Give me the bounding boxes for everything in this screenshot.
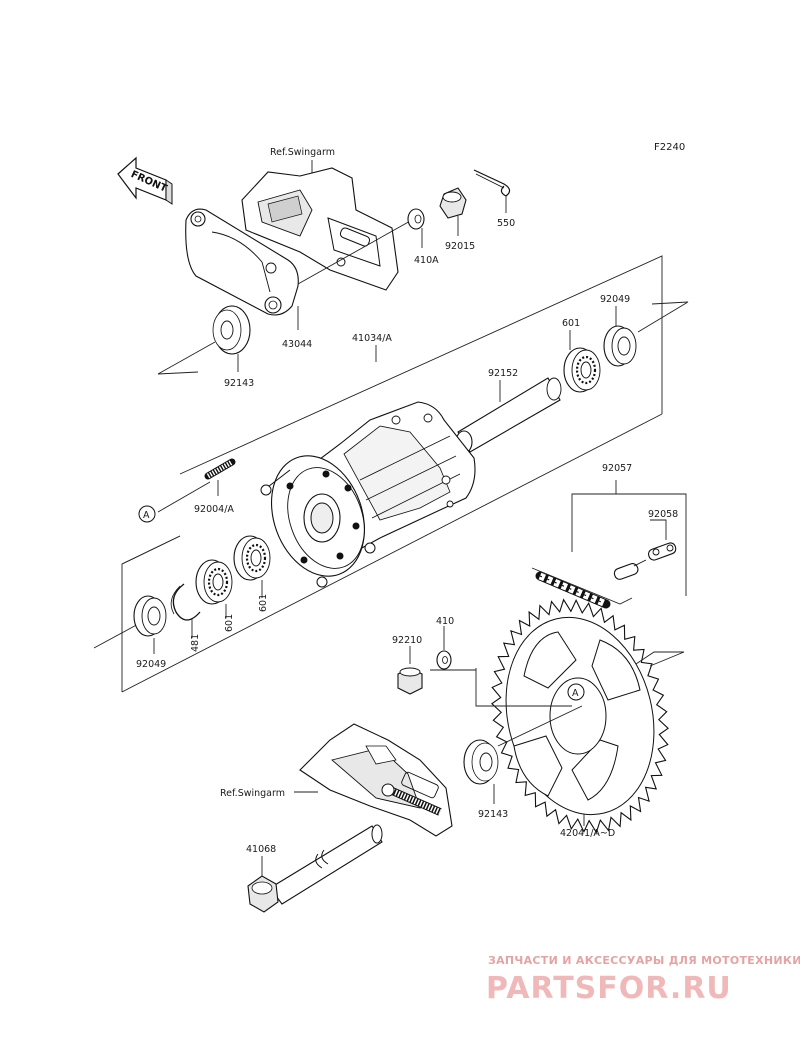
label-42041: 42041/A~D	[560, 828, 615, 839]
caliper-bracket-43044	[185, 208, 299, 316]
seal-92049-bottom	[133, 595, 167, 637]
watermark: ЗАПЧАСТИ И АКСЕССУАРЫ ДЛЯ МОТОТЕХНИКИ PA…	[486, 954, 800, 1006]
diagram-code: F2240	[654, 142, 685, 153]
master-link-92058	[613, 542, 677, 580]
bearing-601-a	[195, 559, 233, 605]
bearing-601-top	[563, 347, 601, 393]
label-550: 550	[497, 218, 515, 229]
stud-92004	[204, 458, 236, 480]
front-arrow-icon: FRONT	[117, 156, 173, 205]
drive-chain-92057	[535, 571, 611, 609]
bearing-601-b	[233, 535, 271, 581]
label-410: 410	[436, 616, 454, 627]
collar-92143-top	[212, 305, 251, 355]
axle-41068	[247, 824, 383, 913]
wheel-hub	[260, 401, 476, 588]
label-601-top: 601	[562, 318, 580, 329]
label-92058: 92058	[648, 509, 678, 520]
label-92210: 92210	[392, 635, 422, 646]
label-92015: 92015	[445, 241, 475, 252]
label-92049-bottom: 92049	[136, 659, 166, 670]
label-481: 481	[190, 634, 201, 652]
washer-410A	[407, 208, 425, 230]
ref-marker-a-left: A	[138, 505, 156, 523]
label-92143-top: 92143	[224, 378, 254, 389]
cotter-pin-550	[473, 169, 511, 197]
collar-92152	[455, 377, 562, 454]
ref-marker-a-right: A	[567, 683, 585, 701]
ref-marker-a-right-text: A	[572, 688, 579, 699]
label-43044: 43044	[282, 339, 312, 350]
rear-sprocket-42041	[491, 598, 669, 834]
seal-92049-top	[603, 325, 637, 367]
label-92057: 92057	[602, 463, 632, 474]
label-92152: 92152	[488, 368, 518, 379]
nut-92015	[439, 187, 467, 219]
label-601-a: 601	[224, 614, 235, 632]
swingarm-end-bottom	[299, 723, 453, 837]
label-410A: 410A	[414, 255, 439, 266]
hub-assembly-outline	[121, 255, 663, 693]
collar-92143-bottom	[463, 739, 499, 785]
ref-swingarm-top-label: Ref.Swingarm	[270, 147, 335, 158]
label-92049-top: 92049	[600, 294, 630, 305]
swingarm-end-top	[241, 167, 399, 291]
watermark-tagline: ЗАПЧАСТИ И АКСЕССУАРЫ ДЛЯ МОТОТЕХНИКИ	[488, 954, 800, 967]
ref-swingarm-bottom-label: Ref.Swingarm	[220, 788, 285, 799]
washer-410	[436, 650, 452, 670]
circlip-481	[170, 583, 201, 621]
label-41034: 41034/A	[352, 333, 392, 344]
ref-marker-a-left-text: A	[143, 510, 150, 521]
label-41068: 41068	[246, 844, 276, 855]
watermark-brand: PARTSFOR.RU	[486, 971, 732, 1006]
nut-92210	[397, 667, 423, 695]
label-601-b: 601	[258, 594, 269, 612]
label-92143-bottom: 92143	[478, 809, 508, 820]
label-92004: 92004/A	[194, 504, 234, 515]
